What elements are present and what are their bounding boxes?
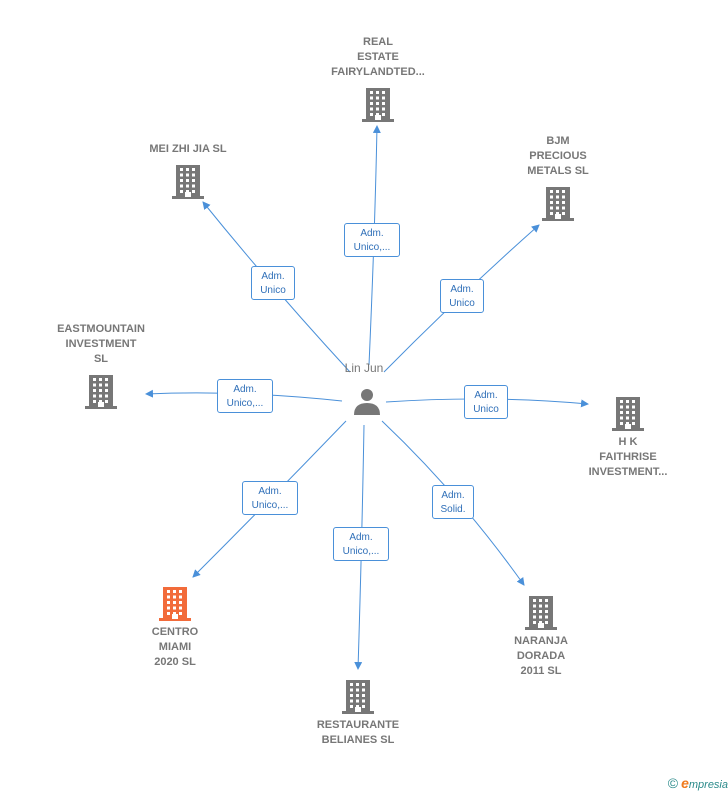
node-hk-faithrise[interactable]: H K FAITHRISE INVESTMENT... <box>568 395 688 480</box>
building-icon <box>172 165 204 199</box>
company-name: REAL ESTATE FAIRYLANDTED... <box>331 36 425 78</box>
node-naranja[interactable]: NARANJA DORADA 2011 SL <box>481 594 601 679</box>
company-name: BJM PRECIOUS METALS SL <box>527 135 589 177</box>
edge-label-eastmountain[interactable]: Adm. Unico,... <box>217 379 273 413</box>
company-name: CENTRO MIAMI 2020 SL <box>151 626 199 668</box>
edge-label-hk[interactable]: Adm. Unico <box>464 385 508 419</box>
copyright-symbol: © <box>667 775 679 791</box>
company-name: MEI ZHI JIA SL <box>149 143 227 155</box>
building-icon <box>542 187 574 221</box>
center-person-name[interactable]: Lin Jun <box>344 361 384 375</box>
node-centro-miami[interactable]: CENTRO MIAMI 2020 SL <box>115 585 235 670</box>
node-bjm[interactable]: BJM PRECIOUS METALS SL <box>498 134 618 221</box>
building-icon <box>525 596 557 630</box>
building-icon <box>612 397 644 431</box>
node-eastmountain[interactable]: EASTMOUNTAIN INVESTMENT SL <box>40 322 162 409</box>
footer-brand[interactable]: ©empresia <box>668 775 728 791</box>
edge-label-bjm[interactable]: Adm. Unico <box>440 279 484 313</box>
building-icon-highlight <box>159 587 191 621</box>
brand-logo-initial: e <box>681 775 689 791</box>
edge-label-centro[interactable]: Adm. Unico,... <box>242 481 298 515</box>
edge-label-restaurante[interactable]: Adm. Unico,... <box>333 527 389 561</box>
edge-label-naranja[interactable]: Adm. Solid. <box>432 485 474 519</box>
building-icon <box>362 88 394 122</box>
node-mei-zhi-jia[interactable]: MEI ZHI JIA SL <box>128 142 248 199</box>
node-real-estate[interactable]: REAL ESTATE FAIRYLANDTED... <box>318 35 438 122</box>
company-name: RESTAURANTE BELIANES SL <box>316 719 400 746</box>
building-icon <box>85 375 117 409</box>
brand-name: mpresia <box>688 779 728 791</box>
company-name: EASTMOUNTAIN INVESTMENT SL <box>57 323 145 365</box>
building-icon <box>342 680 374 714</box>
company-name: NARANJA DORADA 2011 SL <box>514 635 568 677</box>
person-icon[interactable] <box>352 386 382 416</box>
node-restaurante[interactable]: RESTAURANTE BELIANES SL <box>298 678 418 748</box>
company-name: H K FAITHRISE INVESTMENT... <box>588 436 668 478</box>
edge-label-mei-zhi-jia[interactable]: Adm. Unico <box>251 266 295 300</box>
edge-label-real-estate[interactable]: Adm. Unico,... <box>344 223 400 257</box>
